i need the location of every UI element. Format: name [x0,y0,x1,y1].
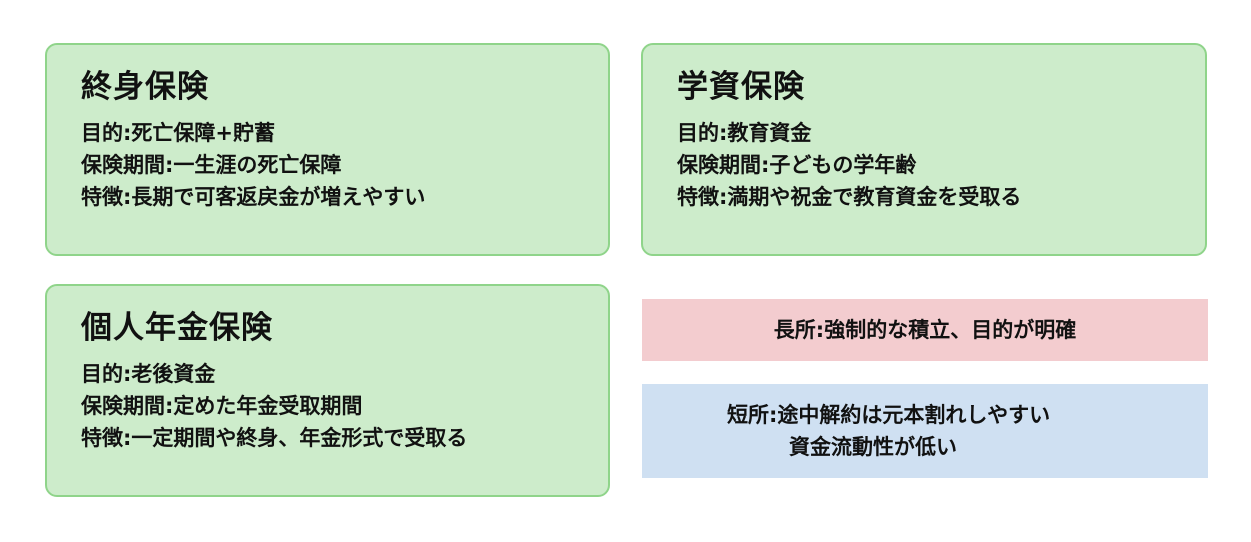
card-period: 保険期間:一生涯の死亡保障 [81,153,342,177]
demerit-box: 短所:途中解約は元本割れしやすい 資金流動性が低い [642,384,1208,478]
card-feature: 特徴:長期で可客返戻金が増えやすい [81,185,426,209]
card-period: 保険期間:定めた年金受取期間 [81,394,363,418]
demerit-text-line2: 資金流動性が低い [789,435,957,459]
card-feature: 特徴:満期や祝金で教育資金を受取る [677,185,1022,209]
card-title: 個人年金保険 [81,310,273,346]
card-purpose: 目的:老後資金 [81,362,216,386]
card-purpose: 目的:教育資金 [677,121,812,145]
card-period: 保険期間:子どもの学年齢 [677,153,917,177]
card-education-insurance: 学資保険 目的:教育資金 保険期間:子どもの学年齢 特徴:満期や祝金で教育資金を… [641,43,1207,256]
merit-box: 長所:強制的な積立、目的が明確 [642,299,1208,361]
card-purpose: 目的:死亡保障+貯蓄 [81,121,275,145]
card-title: 学資保険 [677,69,805,105]
demerit-text-line1: 短所:途中解約は元本割れしやすい [727,403,1051,427]
card-personal-pension-insurance: 個人年金保険 目的:老後資金 保険期間:定めた年金受取期間 特徴:一定期間や終身… [45,284,610,497]
merit-text: 長所:強制的な積立、目的が明確 [773,318,1077,342]
card-feature: 特徴:一定期間や終身、年金形式で受取る [81,426,468,450]
card-title: 終身保険 [81,69,209,105]
card-whole-life-insurance: 終身保険 目的:死亡保障+貯蓄 保険期間:一生涯の死亡保障 特徴:長期で可客返戻… [45,43,610,256]
